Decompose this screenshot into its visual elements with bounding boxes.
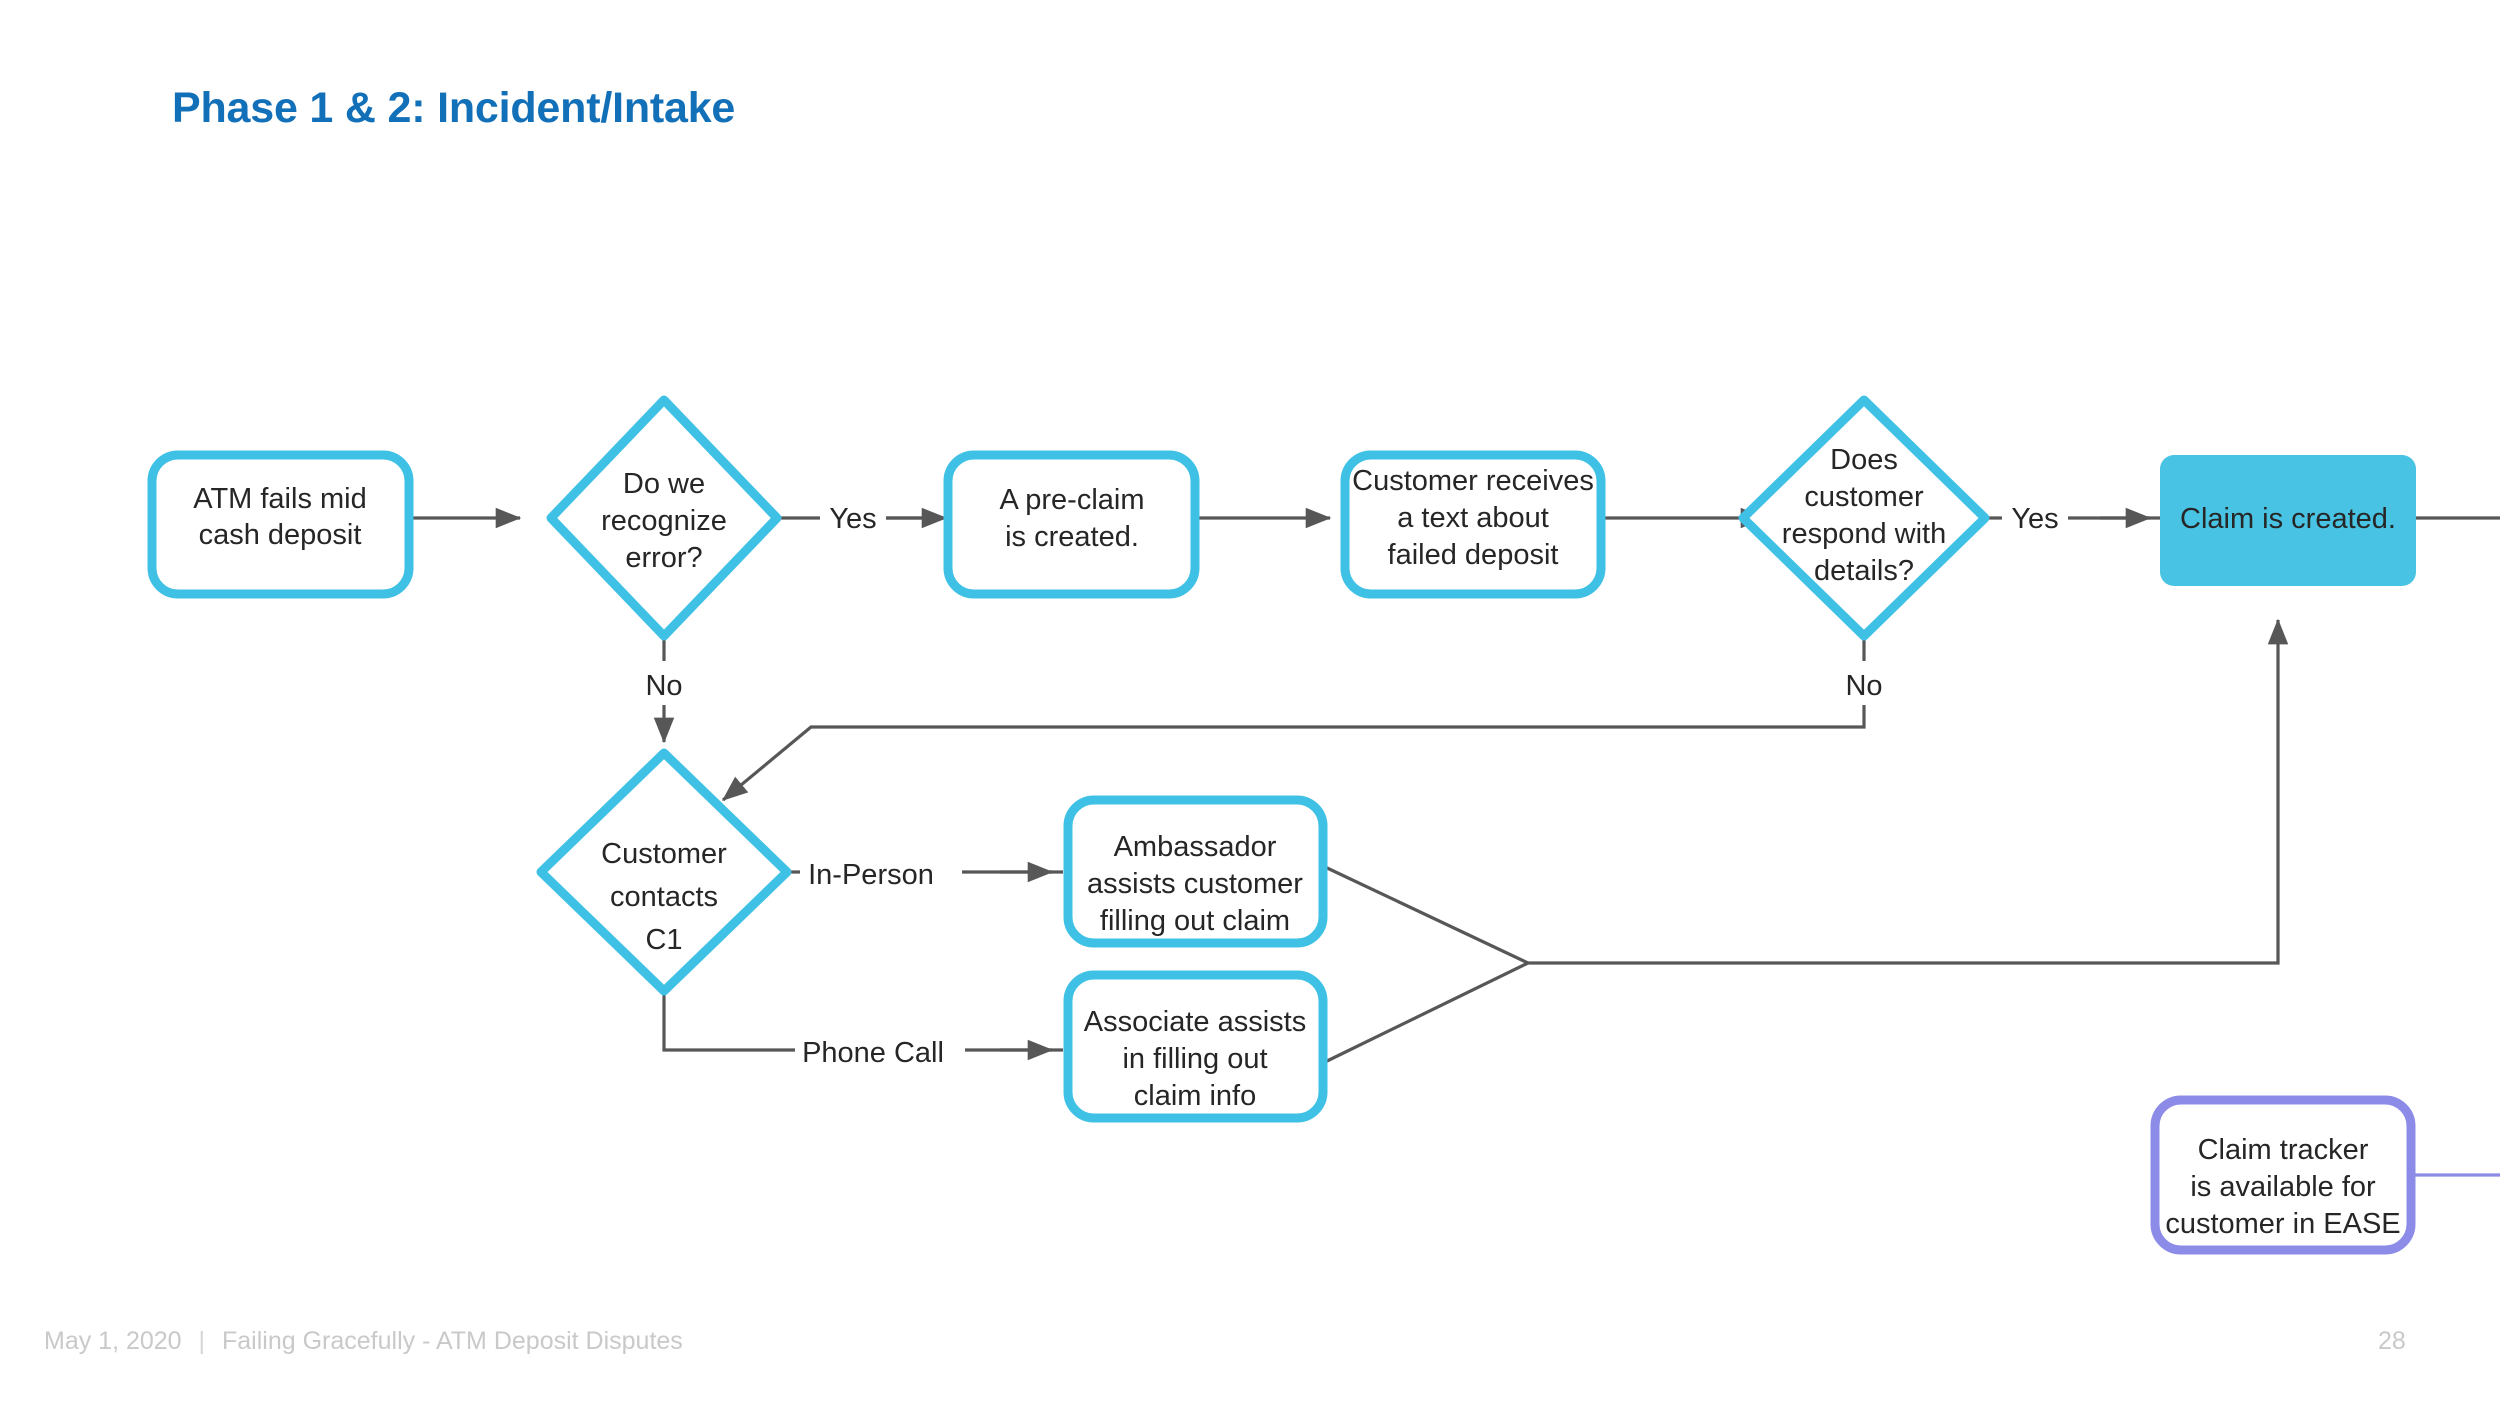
edge-label-in-person: In-Person (808, 859, 934, 891)
footer-deck-title: Failing Gracefully - ATM Deposit Dispute… (222, 1327, 683, 1355)
node-do-we-recognize-line-2: error? (625, 542, 702, 574)
node-does-customer-respond-line-1: customer (1804, 481, 1924, 513)
node-claim-is-created[interactable]: Claim is created. (2160, 455, 2416, 586)
node-do-we-recognize[interactable]: Do we recognize error? (546, 395, 782, 641)
node-do-we-recognize-line-0: Do we (623, 468, 705, 500)
node-does-customer-respond[interactable]: Does customer respond with details? (1738, 395, 1990, 641)
node-claim-tracker[interactable]: Claim tracker is available for customer … (2150, 1095, 2416, 1255)
node-does-customer-respond-shape (1738, 395, 1990, 641)
node-customer-contacts-c1[interactable]: Customer contacts C1 (536, 748, 792, 996)
node-atm-fails[interactable]: ATM fails mid cash deposit (147, 450, 414, 599)
label-bg-recognize-no (634, 661, 694, 705)
node-ambassador-assists[interactable]: Ambassador assists customer filling out … (1063, 795, 1328, 948)
node-ambassador-assists-line-0: Ambassador (1114, 831, 1277, 863)
node-atm-fails-line-0: ATM fails mid (193, 483, 366, 515)
node-claim-tracker-shape (2150, 1095, 2416, 1255)
node-customer-receives-text-line-2: failed deposit (1388, 539, 1559, 571)
node-pre-claim-created[interactable]: A pre-claim is created. (943, 450, 1200, 599)
node-associate-assists-shape (1063, 970, 1328, 1123)
edge-merge-to-claim (1528, 618, 2289, 965)
node-claim-is-created-shape (2160, 455, 2416, 586)
page-title: Phase 1 & 2: Incident/Intake (172, 84, 736, 132)
node-customer-contacts-c1-line-0: Customer (601, 838, 727, 870)
edge-labels: Yes No Yes No In-Person Phone Call (634, 493, 2068, 1072)
node-customer-receives-text-line-1: a text about (1397, 502, 1549, 534)
label-bg-recognize-yes (820, 493, 886, 537)
node-claim-is-created-line-0: Claim is created. (2180, 503, 2396, 535)
node-does-customer-respond-line-2: respond with (1782, 518, 1946, 550)
node-customer-contacts-c1-line-2: C1 (645, 924, 682, 956)
node-ambassador-assists-line-1: assists customer (1087, 868, 1303, 900)
node-customer-receives-text[interactable]: Customer receives a text about failed de… (1340, 450, 1606, 599)
edge-ambassador-merge (1324, 865, 1529, 965)
node-customer-receives-text-line-0: Customer receives (1352, 465, 1594, 497)
edge-label-recognize-no: No (645, 670, 682, 702)
node-customer-contacts-c1-line-1: contacts (610, 881, 718, 913)
node-associate-assists-line-2: claim info (1134, 1080, 1257, 1112)
node-associate-assists-line-0: Associate assists (1084, 1006, 1306, 1038)
node-associate-assists-line-1: in filling out (1122, 1043, 1267, 1075)
edge-label-phone-call: Phone Call (802, 1037, 944, 1069)
node-claim-tracker-line-2: customer in EASE (2165, 1208, 2400, 1240)
label-bg-respond-yes (2002, 493, 2068, 537)
node-customer-contacts-c1-shape (536, 748, 792, 996)
edge-respond-no-to-c1 (721, 625, 1866, 802)
label-bg-in-person (800, 850, 962, 894)
label-bg-respond-no (1834, 661, 1894, 705)
node-do-we-recognize-shape (546, 395, 782, 641)
edge-associate-merge (1324, 961, 1529, 1064)
page-number: 28 (2378, 1327, 2406, 1355)
node-ambassador-assists-line-2: filling out claim (1100, 905, 1290, 937)
footer-date: May 1, 2020 (44, 1327, 182, 1355)
node-claim-tracker-line-0: Claim tracker (2198, 1134, 2369, 1166)
node-ambassador-assists-shape (1063, 795, 1328, 948)
node-does-customer-respond-line-0: Does (1830, 444, 1898, 476)
node-associate-assists[interactable]: Associate assists in filling out claim i… (1063, 970, 1328, 1123)
node-do-we-recognize-line-1: recognize (601, 505, 727, 537)
node-pre-claim-created-line-1: is created. (1005, 521, 1139, 553)
node-atm-fails-line-1: cash deposit (199, 519, 362, 551)
footer-separator: | (198, 1327, 206, 1355)
node-atm-fails-shape (147, 450, 414, 599)
node-does-customer-respond-line-3: details? (1814, 555, 1914, 587)
footer: May 1, 2020 | Failing Gracefully - ATM D… (44, 1327, 683, 1356)
edge-label-recognize-yes: Yes (829, 503, 876, 535)
edge-label-respond-no: No (1845, 670, 1882, 702)
node-pre-claim-created-shape (943, 450, 1200, 599)
label-bg-phone-call (795, 1028, 965, 1072)
node-pre-claim-created-line-0: A pre-claim (999, 484, 1144, 516)
edge-label-respond-yes: Yes (2011, 503, 2058, 535)
node-claim-tracker-line-1: is available for (2190, 1171, 2376, 1203)
node-customer-receives-text-shape (1340, 450, 1606, 599)
